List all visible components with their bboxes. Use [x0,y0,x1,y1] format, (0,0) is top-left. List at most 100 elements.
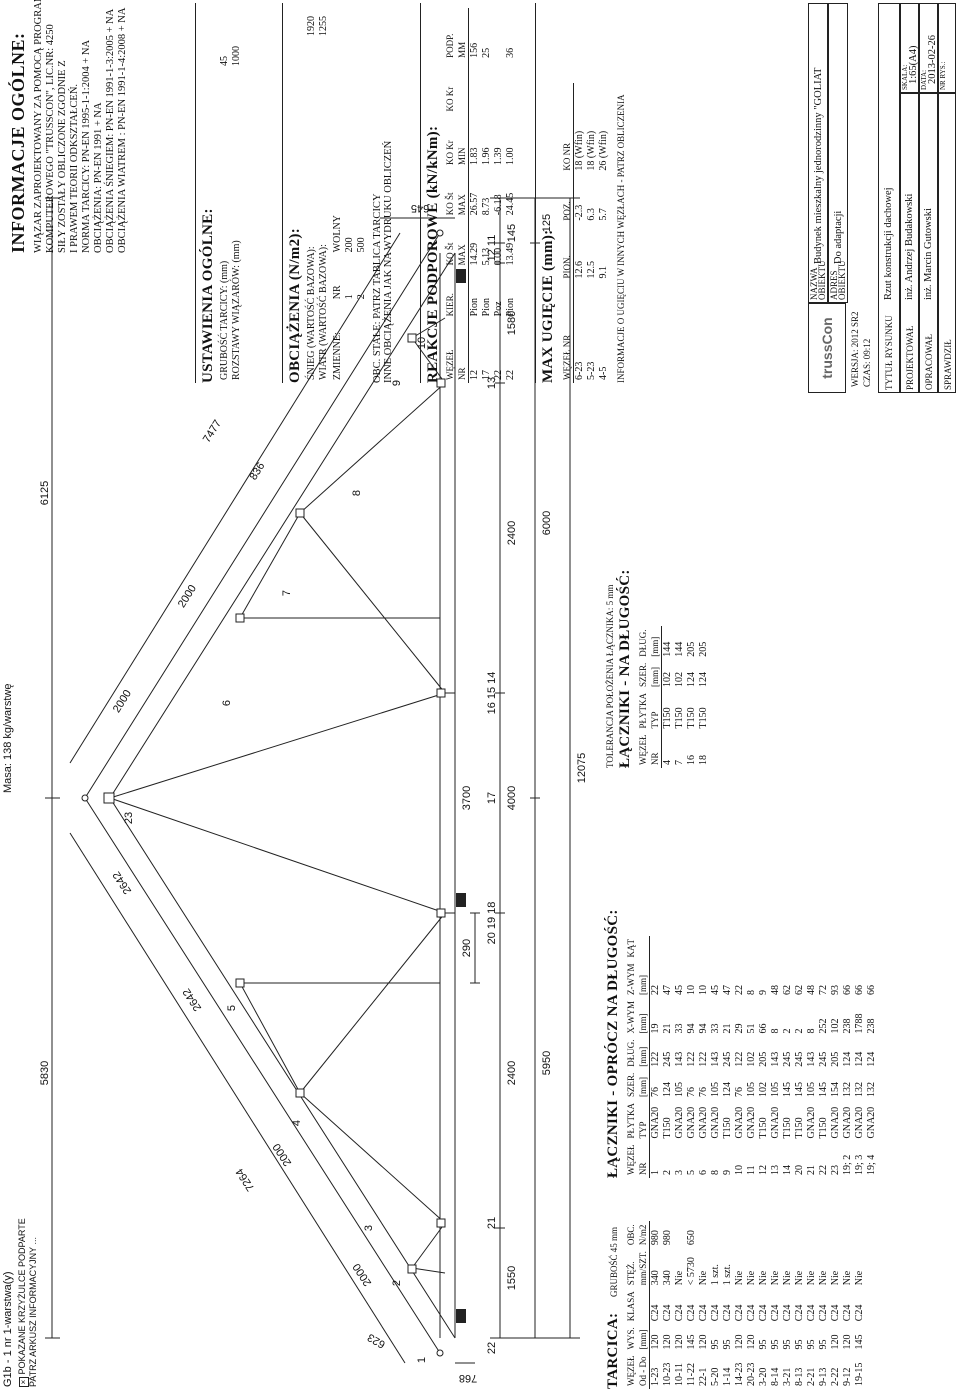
laczniki-header: WĘZEŁ [626,1144,636,1176]
laczniki-cell: 29 [734,1023,745,1034]
bottom-node-label: 22 [486,1342,498,1354]
zmienne-header: WOLNY [332,215,343,253]
laczniki-cell: 2 [782,1028,793,1034]
bottom-dim-label: 1580 [506,311,518,335]
laczniki-dl-cell: T150 [686,707,697,729]
laczniki-cell: 13 [770,1165,781,1175]
laczniki-cell: 11 [746,1165,757,1175]
reakcje-cell: 1.96 [481,147,492,166]
laczniki-cell: 102 [746,1051,757,1067]
laczniki-cell: 66 [758,1023,769,1034]
laczniki-cell: 22 [818,1165,829,1175]
tarcica-cell: 14-23 [734,1362,745,1386]
laczniki-cell [818,936,830,961]
tarcica-cell: 2-21 [806,1367,817,1386]
laczniki-cell [806,936,818,961]
laczniki-cell: 238 [842,1018,853,1034]
reakcje-header: MIN [456,114,469,169]
laczniki-dl-cell: 124 [698,672,709,687]
tarcica-header: KLASA [626,1291,636,1322]
laczniki-cell: 22 [650,984,661,995]
tarcica-cell: C24 [830,1304,841,1322]
laczniki-cell: 143 [770,1051,781,1067]
zmienne-label: ZMIENNE: [332,332,343,380]
laczniki-dl-header: SZER. [638,662,648,687]
tarcica-cell [722,1221,734,1248]
reakcje-header [456,60,469,115]
obciazenia-table: ŚNIEG (WARTOŚĆ BAZOWA):1920 WIATR (WARTO… [306,16,329,380]
tarcica-cell: 980 [662,1230,673,1246]
tarcica-cell: Nie [806,1270,817,1286]
reakcje-header: KIER. [445,293,455,317]
tarcica-cell [830,1221,842,1248]
node-label: 8 [351,490,363,496]
bottom-node-label: 12 11 [486,235,498,262]
laczniki-cell: T150 [722,1117,733,1139]
obciazenia-section: OBCIĄŻENIA (N/m2): ŚNIEG (WARTOŚĆ BAZOWA… [282,3,394,383]
tarcica-cell: C24 [722,1304,733,1322]
tarcica-cell: 20-23 [746,1362,757,1386]
reakcje-cell [481,61,493,115]
reakcje-cell: 24.45 [505,192,516,216]
laczniki-header: [mm] [637,997,650,1037]
ugiecie-cell: 5-23 [586,361,597,380]
laczniki-header: DŁUG. [626,1039,636,1067]
tarcica-cell: 95 [770,1339,781,1350]
laczniki-cell: 8 [710,1170,721,1175]
small-dim-label: 645 [411,202,429,214]
laczniki-dl-cell: 124 [686,672,697,687]
laczniki-cell: 124 [842,1051,853,1067]
laczniki-cell: 47 [722,984,733,995]
bottom-dim-label: 4000 [506,786,518,810]
tarcica-header: mm/SZT. [637,1248,650,1289]
reakcje-cell: 22 [505,370,516,380]
trusscon-logo: trussCon [819,317,835,379]
laczniki-cell: 5 [686,1170,697,1175]
laczniki-cell: 66 [842,984,853,995]
tarcica-cell: 22-1 [698,1367,709,1386]
laczniki-cell: 76 [698,1087,709,1097]
tarcica-header: [mm] [637,1324,650,1353]
tarcica-cell [806,1221,818,1248]
laczniki-cell: GNA20 [770,1106,781,1139]
laczniki-cell: 3 [674,1170,685,1175]
laczniki-cell: GNA20 [674,1106,685,1139]
obc-note-1: OBC. STAŁE: PATRZ TABLICA TARCICY [372,193,383,383]
tarcica-cell [734,1221,746,1248]
laczniki-cell: 76 [686,1087,697,1097]
bottom-dim-label: 145 [506,224,518,242]
tarcica-cell: C24 [854,1304,865,1322]
laczniki-cell: 1 [650,1170,661,1175]
tarcica-cell: C24 [806,1304,817,1322]
laczniki-cell: 122 [734,1051,745,1067]
info-lines: WIĄZAR ZAPROJEKTOWANY ZA POMOCĄ PROGRAMU… [33,0,129,253]
reakcje-cell: Poz [493,301,504,317]
bottom-dim-label: 6000 [541,511,553,535]
laczniki-cell: 143 [710,1051,721,1067]
tarcica-cell: 95 [710,1339,721,1350]
laczniki-cell [770,936,782,961]
title-block: trussCon WERSJA: 2012 SR2 CZAS: 09:12 NA… [808,3,956,393]
tarcica-cell: 340 [662,1270,673,1286]
laczniki-cell [686,936,698,961]
laczniki-cell: 143 [806,1051,817,1067]
laczniki-header: X-WYM [626,1000,636,1034]
laczniki-header: Z-WYM [626,963,636,995]
laczniki-header: [mm] [637,960,650,998]
tarcica-cell: 340 [650,1270,661,1286]
laczniki-cell: 145 [818,1082,829,1097]
zmienne-cell: 1 [344,294,355,300]
ustawienia-row: ROZSTAWY WIĄZARÓW: (mm)1000 [231,13,243,383]
ugiecie-header: POZ. [561,173,574,224]
reakcje-cell: -6.18 [493,194,504,216]
info-line: OBCIĄŻENIA: PN-EN 1991 + NA [93,102,104,253]
